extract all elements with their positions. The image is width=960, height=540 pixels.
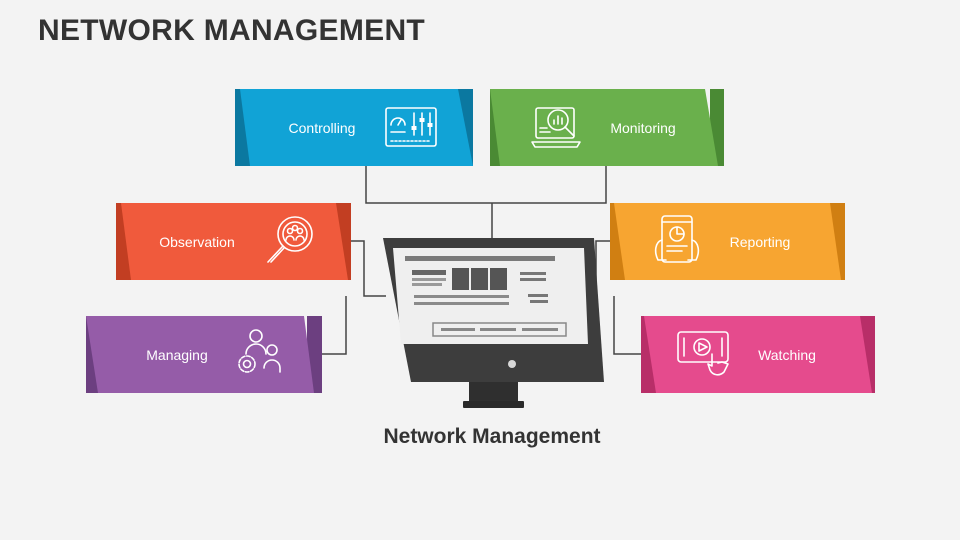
banner-body bbox=[614, 203, 841, 280]
connector-watching bbox=[613, 296, 648, 355]
connector-observation bbox=[344, 240, 386, 297]
report-tablet-icon bbox=[654, 215, 700, 263]
monitor-base bbox=[463, 401, 524, 408]
banner-label: Managing bbox=[146, 347, 208, 363]
observation-magnifier-icon bbox=[267, 216, 313, 263]
banner-observation: Observation bbox=[116, 203, 351, 280]
video-touch-icon bbox=[677, 331, 729, 376]
team-gear-icon bbox=[238, 329, 281, 373]
screen-content bbox=[405, 256, 567, 337]
banner-managing: Managing bbox=[86, 316, 322, 393]
banner-label: Observation bbox=[159, 234, 234, 250]
banner-reporting: Reporting bbox=[610, 203, 845, 280]
diagram-caption: Network Management bbox=[383, 425, 600, 448]
banner-label: Monitoring bbox=[610, 120, 675, 136]
banner-monitoring: Monitoring bbox=[490, 89, 724, 166]
connector-managing bbox=[314, 296, 347, 355]
banner-label: Reporting bbox=[730, 234, 791, 250]
computer-monitor bbox=[383, 238, 604, 408]
banner-label: Watching bbox=[758, 347, 816, 363]
banner-body bbox=[240, 89, 473, 166]
banner-body bbox=[490, 89, 718, 166]
monitor-neck bbox=[469, 382, 518, 402]
page-title: NETWORK MANAGEMENT bbox=[38, 14, 426, 47]
banner-body bbox=[86, 316, 314, 393]
banner-watching: Watching bbox=[641, 316, 875, 393]
power-led bbox=[508, 360, 516, 368]
banner-body bbox=[644, 316, 872, 393]
connector-controlling bbox=[365, 166, 607, 204]
banner-controlling: Controlling bbox=[235, 89, 473, 166]
control-panel-icon bbox=[385, 107, 437, 147]
monitoring-magnifier-icon bbox=[531, 107, 581, 148]
banner-label: Controlling bbox=[289, 120, 356, 136]
connector-lines bbox=[314, 166, 648, 355]
